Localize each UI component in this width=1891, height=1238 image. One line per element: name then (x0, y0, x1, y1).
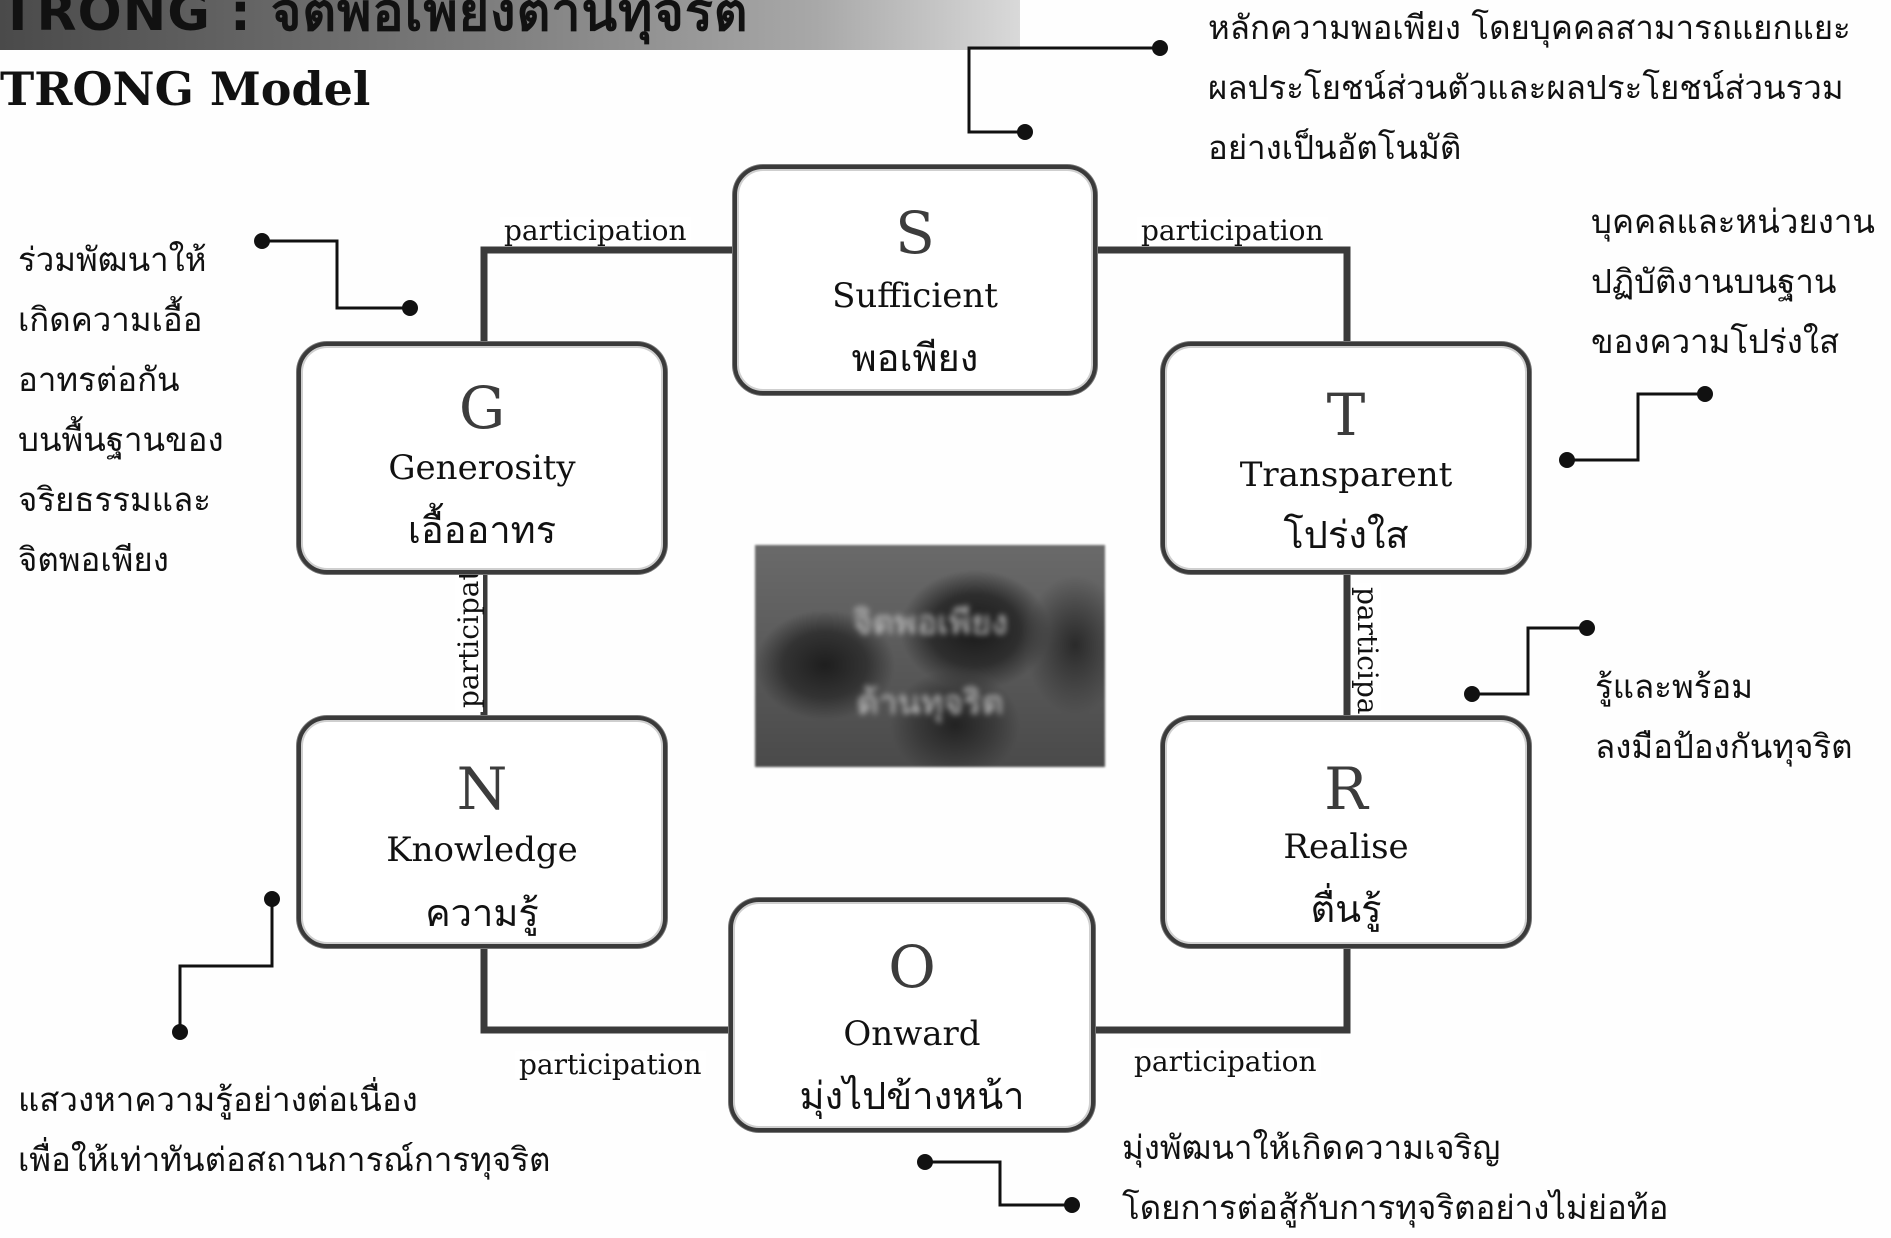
connector-o-r (1092, 944, 1351, 1034)
box-thai-s: พอเพียง (851, 336, 979, 380)
box-thai-g: เอื้ออาทร (407, 508, 557, 552)
box-generosity: G Generosity เอื้ออาทร (297, 342, 667, 574)
participation-label-no: participation (515, 1051, 706, 1079)
banner-title: TRONG : จิตพอเพียงต้านทุจริต (0, 0, 749, 43)
leader-s (967, 46, 1160, 134)
model-title: TRONG Model (0, 62, 371, 116)
note-realise: รู้และพร้อม ลงมือป้องกันทุจริต (1595, 657, 1853, 777)
note-line: เกิดความเอื้อ (18, 300, 203, 339)
bullet-g-inner (402, 300, 418, 316)
bullet-r-outer (1579, 620, 1595, 636)
note-line: บุคคลและหน่วยงาน (1591, 202, 1875, 241)
note-line: ของความโปร่งใส (1591, 322, 1840, 361)
note-line: บนพื้นฐานของ (18, 420, 224, 459)
bullet-r-inner (1464, 686, 1480, 702)
note-line: อาทรต่อกัน (18, 360, 180, 399)
box-thai-r: ตื่นรู้ (1310, 887, 1382, 931)
connector-s-t (1095, 246, 1351, 345)
bullet-g-outer (254, 233, 270, 249)
title-banner: TRONG : จิตพอเพียงต้านทุจริต (0, 0, 1020, 50)
connector-g-s (480, 246, 735, 345)
note-line: รู้และพร้อม (1595, 667, 1753, 706)
note-knowledge: แสวงหาความรู้อย่างต่อเนื่อง เพื่อให้เท่า… (18, 1070, 550, 1190)
note-sufficient: หลักความพอเพียง โดยบุคคลสามารถแยกแยะ ผลป… (1208, 0, 1851, 178)
center-emblem-image: จิตพอเพียง ต้านทุจริต (755, 545, 1105, 767)
box-thai-n: ความรู้ (425, 891, 539, 935)
note-line: หลักความพอเพียง โดยบุคคลสามารถแยกแยะ (1208, 8, 1851, 47)
bullet-t-inner (1559, 452, 1575, 468)
box-transparent: T Transparent โปร่งใส (1161, 342, 1531, 574)
box-letter-n: N (456, 755, 508, 823)
note-generosity: ร่วมพัฒนาให้ เกิดความเอื้อ อาทรต่อกัน บน… (18, 230, 224, 590)
participation-label-or: participation (1130, 1048, 1321, 1076)
leader-o (925, 1160, 1072, 1207)
note-line: จิตพอเพียง (18, 540, 169, 579)
box-thai-t: โปร่งใส (1283, 513, 1409, 557)
note-transparent: บุคคลและหน่วยงาน ปฏิบัติงานบนฐาน ของความ… (1591, 192, 1875, 372)
leader-t (1567, 392, 1705, 462)
box-letter-o: O (888, 933, 936, 1001)
note-line: ผลประโยชน์ส่วนตัวและผลประโยชน์ส่วนรวม (1208, 68, 1844, 107)
note-line: ลงมือป้องกันทุจริต (1595, 727, 1853, 766)
box-letter-t: T (1326, 381, 1366, 449)
box-english-o: Onward (843, 1014, 981, 1054)
box-knowledge: N Knowledge ความรู้ (297, 716, 667, 948)
note-line: ร่วมพัฒนาให้ (18, 240, 207, 279)
box-english-g: Generosity (388, 448, 576, 488)
note-line: มุ่งพัฒนาให้เกิดความเจริญ (1122, 1128, 1501, 1167)
box-english-s: Sufficient (832, 276, 998, 316)
box-english-t: Transparent (1239, 455, 1453, 495)
note-line: ปฏิบัติงานบนฐาน (1591, 262, 1837, 301)
note-line: แสวงหาความรู้อย่างต่อเนื่อง (18, 1080, 418, 1119)
note-line: อย่างเป็นอัตโนมัติ (1208, 128, 1462, 167)
bullet-t-outer (1697, 386, 1713, 402)
center-image-line2: ต้านทุจริต (856, 683, 1004, 723)
bullet-s-inner (1017, 124, 1033, 140)
box-letter-g: G (458, 374, 506, 442)
bullet-s-outer (1152, 40, 1168, 56)
bullet-n-outer (172, 1024, 188, 1040)
box-realise: R Realise ตื่นรู้ (1161, 716, 1531, 948)
box-sufficient: S Sufficient พอเพียง (733, 165, 1097, 395)
leader-r (1472, 626, 1587, 696)
box-thai-o: มุ่งไปข้างหน้า (799, 1074, 1025, 1118)
box-english-n: Knowledge (386, 830, 578, 870)
leader-n (178, 899, 274, 1032)
box-onward: O Onward มุ่งไปข้างหน้า (729, 898, 1095, 1132)
box-letter-s: S (895, 199, 935, 267)
bullet-n-inner (264, 891, 280, 907)
center-image-line1: จิตพอเพียง (852, 603, 1008, 643)
participation-label-st: participation (1137, 217, 1328, 245)
box-english-r: Realise (1283, 827, 1409, 867)
note-line: จริยธรรมและ (18, 480, 211, 519)
bullet-o-inner (917, 1154, 933, 1170)
note-onward: มุ่งพัฒนาให้เกิดความเจริญ โดยการต่อสู้กั… (1122, 1118, 1668, 1238)
leader-g (262, 239, 410, 310)
note-line: โดยการต่อสู้กับการทุจริตอย่างไม่ย่อท้อ (1122, 1188, 1669, 1227)
connector-n-o (480, 944, 732, 1034)
bullet-o-outer (1064, 1197, 1080, 1213)
participation-label-gs: participation (500, 217, 691, 245)
note-line: เพื่อให้เท่าทันต่อสถานการณ์การทุจริต (18, 1140, 551, 1179)
box-letter-r: R (1324, 755, 1368, 823)
